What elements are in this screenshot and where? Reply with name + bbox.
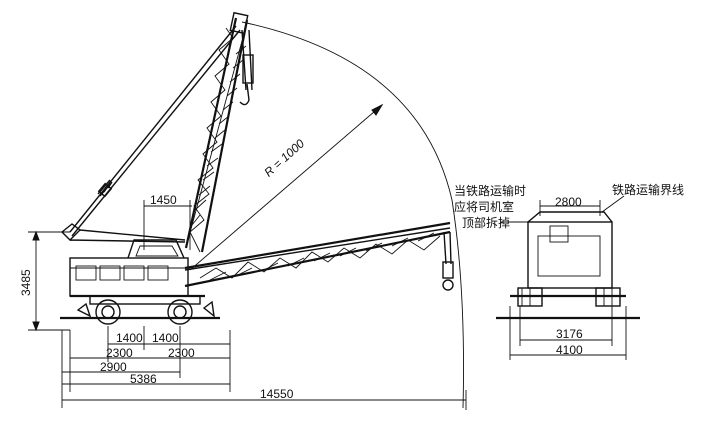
chassis [60, 295, 220, 325]
dim-1400-left-label: 1400 [116, 331, 143, 345]
rear-frame [60, 223, 186, 243]
dim-5386-label: 5386 [130, 372, 157, 386]
height-label: 3485 [19, 269, 33, 296]
note-line-2: 应将司机室 [454, 200, 515, 214]
raised-hook [239, 29, 254, 106]
lowered-boom [184, 221, 451, 288]
boom-width-label: 1450 [150, 193, 177, 207]
raised-boom [184, 11, 249, 253]
dim-2300-left-label: 2300 [106, 346, 133, 360]
dim-bottom-lines [61, 200, 467, 410]
note-line-1: 当铁路运输时 [454, 184, 527, 198]
dim-1400-right-label: 1400 [152, 331, 179, 345]
end-width-mid-label: 3176 [556, 327, 583, 341]
dim-height [28, 230, 70, 332]
radius-arrow [371, 103, 384, 116]
note-line-3: 顶部拆掉 [462, 216, 511, 230]
boom-swing-arc [241, 21, 464, 409]
lowered-hook [442, 231, 454, 291]
end-width-bottom-label: 4100 [556, 343, 583, 357]
dim-2300-right-label: 2300 [168, 346, 195, 360]
boom-pendant [69, 25, 241, 241]
dim-2900-label: 2900 [100, 360, 127, 374]
crane-body [69, 239, 205, 298]
end-view [496, 195, 640, 360]
radius-line [189, 104, 383, 271]
dim-14550-label: 14550 [260, 387, 294, 401]
end-width-top-label: 2800 [555, 195, 582, 209]
clearance-label: 铁路运输界线 [612, 183, 685, 197]
